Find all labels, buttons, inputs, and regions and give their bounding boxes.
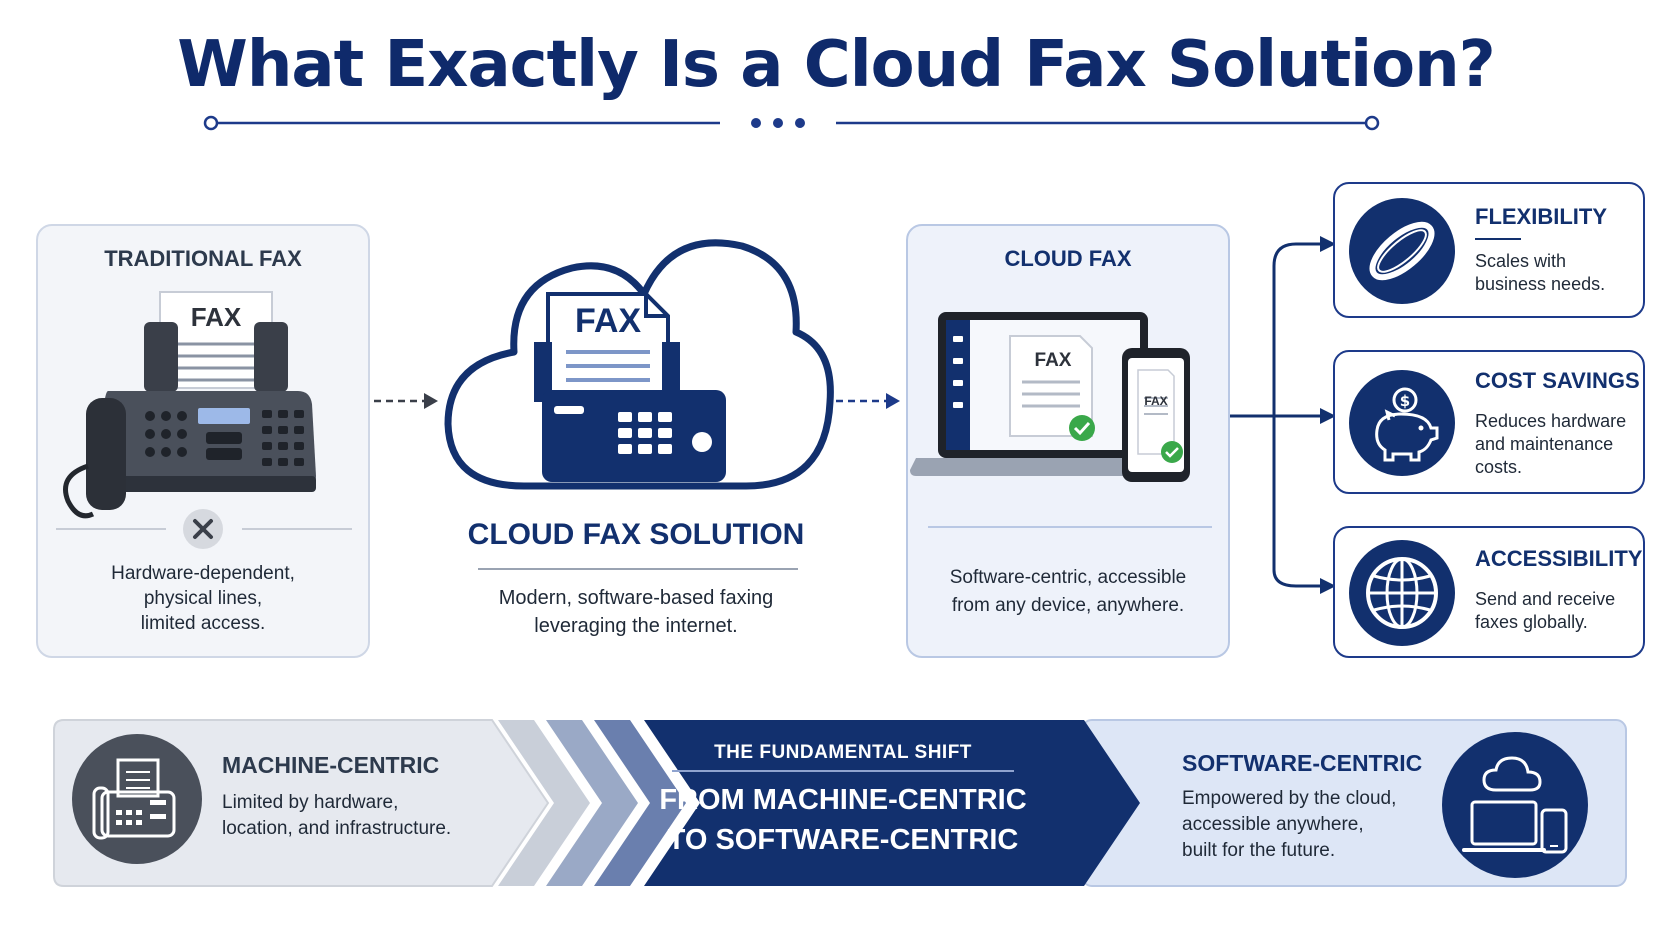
cloud-solution-divider xyxy=(478,568,798,570)
cloud-solution-desc: Modern, software-based faxing leveraging… xyxy=(498,587,774,637)
benefit-text: Reduces hardware and maintenance costs. xyxy=(1475,411,1627,477)
close-icon xyxy=(183,509,223,549)
machine-centric-title: MACHINE-CENTRIC xyxy=(222,752,440,778)
cloud-paper-label: FAX xyxy=(574,302,642,340)
benefit-accessibility: ACCESSIBILITY Send and receive faxes glo… xyxy=(1333,526,1645,658)
piggy-bank-icon: $ xyxy=(1349,370,1455,476)
shift-kicker-rule xyxy=(672,770,1014,772)
benefit-title: ACCESSIBILITY xyxy=(1475,546,1643,571)
benefit-cost-savings: $ COST SAVINGS Reduces hardware and main… xyxy=(1333,350,1645,494)
cloud-fax-panel: CLOUD FAX FAX FAX Software-centric, acce… xyxy=(906,224,1230,658)
svg-text:$: $ xyxy=(1400,392,1410,410)
laptop-doc-label: FAX xyxy=(1034,350,1072,371)
ring-icon xyxy=(1349,198,1455,304)
dashed-arrow-2 xyxy=(836,393,900,409)
benefit-title: COST SAVINGS xyxy=(1475,368,1640,393)
cloud-icon xyxy=(444,239,834,490)
dashed-arrow-1 xyxy=(374,393,438,409)
laptop-phone-icon xyxy=(910,312,1190,482)
branch-arrows xyxy=(1230,236,1336,594)
software-centric-title: SOFTWARE-CENTRIC xyxy=(1182,750,1423,776)
traditional-desc: Hardware-dependent, physical lines, limi… xyxy=(111,563,295,634)
machine-centric-desc: Limited by hardware, location, and infra… xyxy=(222,792,452,839)
machine-centric-circle xyxy=(72,734,202,864)
phone-doc-label: FAX xyxy=(1144,394,1168,408)
fax-machine-outline-icon xyxy=(92,758,176,840)
software-centric-desc: Empowered by the cloud, accessible anywh… xyxy=(1182,788,1397,861)
title-divider xyxy=(203,115,1380,131)
shift-kicker: THE FUNDAMENTAL SHIFT xyxy=(714,742,972,763)
globe-icon xyxy=(1349,540,1455,646)
cloud-fax-heading: CLOUD FAX xyxy=(1004,246,1132,271)
traditional-fax-heading: TRADITIONAL FAX xyxy=(104,246,302,271)
cloud-devices-icon xyxy=(1462,756,1568,854)
benefit-text: Send and receive faxes globally. xyxy=(1475,589,1616,632)
benefit-flexibility: FLEXIBILITY Scales with business needs. xyxy=(1333,182,1645,318)
fax-machine-icon xyxy=(63,291,316,519)
benefit-text: Scales with business needs. xyxy=(1475,251,1606,294)
shift-headline: FROM MACHINE-CENTRIC TO SOFTWARE-CENTRIC xyxy=(659,784,1027,856)
benefit-rule xyxy=(1475,238,1521,240)
page-title: What Exactly Is a Cloud Fax Solution? xyxy=(177,28,1496,102)
traditional-divider-left xyxy=(56,528,166,530)
software-centric-circle xyxy=(1442,732,1588,878)
cloud-fax-divider xyxy=(928,526,1212,528)
traditional-fax-panel: TRADITIONAL FAX FAX xyxy=(36,224,370,658)
traditional-divider-right xyxy=(242,528,352,530)
benefit-title: FLEXIBILITY xyxy=(1475,204,1607,229)
traditional-paper-label: FAX xyxy=(190,302,242,332)
cloud-solution-heading: CLOUD FAX SOLUTION xyxy=(467,518,805,551)
cloud-fax-desc: Software-centric, accessible from any de… xyxy=(949,567,1187,616)
